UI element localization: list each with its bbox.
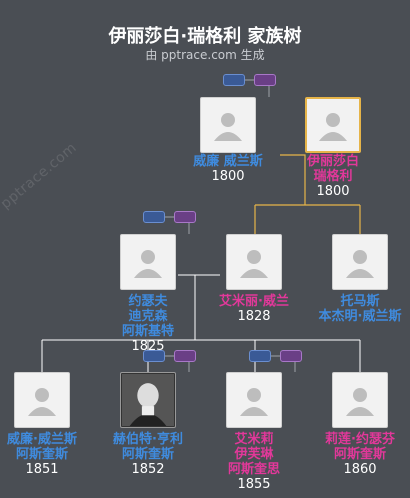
person-label-g2-joseph: 约瑟夫 迪克森 阿斯基特 1825: [88, 294, 208, 354]
person-name: 阿斯奎斯: [121, 447, 174, 462]
person-year: 1828: [237, 309, 271, 324]
person-label-g1-wife: 伊丽莎白 瑞格利 1800: [273, 154, 393, 199]
person-name: 阿斯基特: [121, 324, 174, 339]
person-name: 莉莲·约瑟芬: [325, 432, 395, 447]
father-info-button[interactable]: [223, 74, 245, 86]
person-year: 1800: [211, 169, 245, 184]
person-name: 迪克森: [128, 309, 168, 324]
person-name: 伊丽莎白: [306, 154, 359, 169]
person-name: 阿斯奎思: [227, 462, 280, 477]
person-year: 1800: [316, 184, 350, 199]
person-label-g2-emily: 艾米丽·威兰 1828: [194, 294, 314, 324]
page-subtitle: 由 pptrace.com 生成: [145, 48, 265, 62]
father-info-button[interactable]: [143, 211, 165, 223]
person-name: 艾米丽·威兰: [219, 294, 289, 309]
person-name: 阿斯奎斯: [15, 447, 68, 462]
person-name: 艾米莉: [234, 432, 274, 447]
placeholder-avatar-icon: [134, 250, 162, 278]
connector-gen1-gen2: [254, 154, 361, 234]
person-label-g3-william: 威廉·威兰斯 阿斯奎斯 1851: [0, 432, 102, 477]
placeholder-avatar-icon: [240, 250, 268, 278]
father-info-button[interactable]: [143, 350, 165, 362]
person-name: 阿斯奎斯: [333, 447, 386, 462]
placeholder-avatar-icon: [240, 388, 268, 416]
person-name: 约瑟夫: [128, 294, 168, 309]
placeholder-avatar-icon: [346, 388, 374, 416]
person-label-g2-thomas: 托马斯 本杰明·威兰斯: [300, 294, 410, 324]
person-card-g3-herbert[interactable]: [120, 372, 176, 428]
person-label-g3-emily: 艾米莉 伊芙琳 阿斯奎思 1855: [194, 432, 314, 492]
person-card-g1-wife[interactable]: [305, 97, 361, 153]
person-year: 1860: [343, 462, 377, 477]
person-card-g2-emily[interactable]: [226, 234, 282, 290]
person-year: 1825: [131, 339, 165, 354]
portrait-photo: [122, 374, 174, 426]
person-name: 赫伯特·亨利: [113, 432, 183, 447]
person-card-g2-joseph[interactable]: [120, 234, 176, 290]
placeholder-avatar-icon: [319, 113, 347, 141]
person-label-g3-lily: 莉莲·约瑟芬 阿斯奎斯 1860: [300, 432, 410, 477]
person-name: 瑞格利: [313, 169, 353, 184]
person-card-g3-emily[interactable]: [226, 372, 282, 428]
mother-info-button[interactable]: [254, 74, 276, 86]
page-title: 伊丽莎白·瑞格利 家族树: [108, 26, 302, 47]
person-name: 托马斯: [340, 294, 380, 309]
placeholder-avatar-icon: [346, 250, 374, 278]
mother-info-button[interactable]: [174, 350, 196, 362]
person-year: 1851: [25, 462, 59, 477]
person-name: 威廉 威兰斯: [193, 154, 263, 169]
person-card-g2-thomas[interactable]: [332, 234, 388, 290]
placeholder-avatar-icon: [28, 388, 56, 416]
person-name: 本杰明·威兰斯: [318, 309, 402, 324]
person-card-g3-lily[interactable]: [332, 372, 388, 428]
person-year: 1855: [237, 477, 271, 492]
placeholder-avatar-icon: [214, 113, 242, 141]
person-name: 伊芙琳: [234, 447, 274, 462]
father-info-button[interactable]: [249, 350, 271, 362]
mother-info-button[interactable]: [280, 350, 302, 362]
person-label-g1-husband: 威廉 威兰斯 1800: [168, 154, 288, 184]
person-year: 1852: [131, 462, 165, 477]
person-name: 威廉·威兰斯: [7, 432, 77, 447]
person-label-g3-herbert: 赫伯特·亨利 阿斯奎斯 1852: [88, 432, 208, 477]
mother-info-button[interactable]: [174, 211, 196, 223]
person-card-g3-william[interactable]: [14, 372, 70, 428]
person-card-g1-husband[interactable]: [200, 97, 256, 153]
